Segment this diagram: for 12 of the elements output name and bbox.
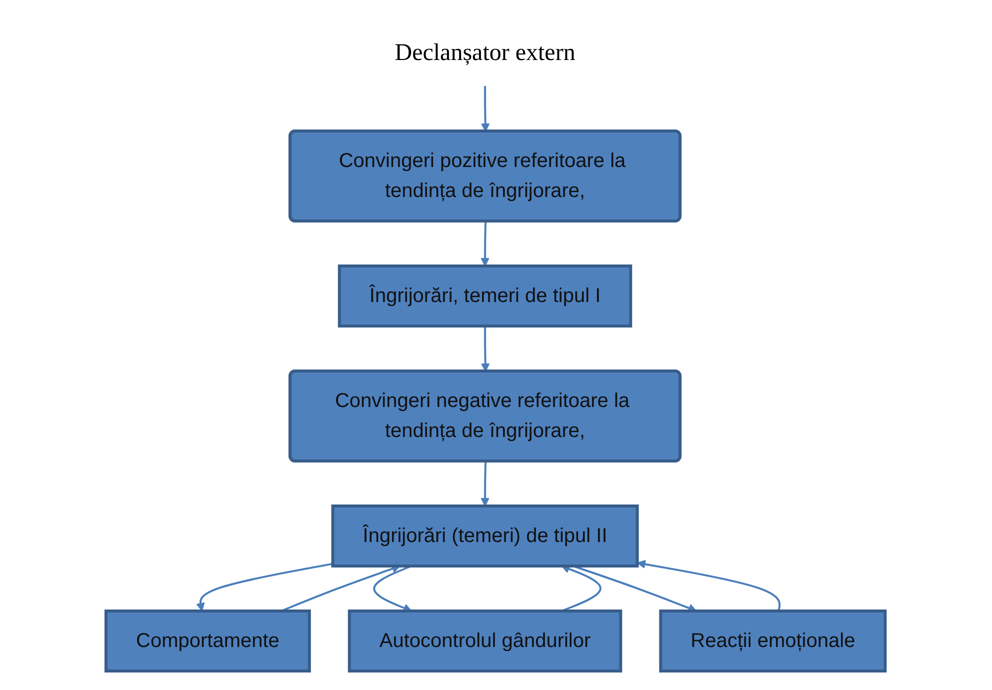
node-box: Reacții emoționale <box>660 609 888 672</box>
node-box: Comportamente <box>104 609 312 672</box>
node-box: Autocontrolul gândurilor <box>348 609 623 672</box>
arrow <box>196 562 334 611</box>
arrow <box>481 460 490 506</box>
node-text: Declanșator extern <box>395 40 576 66</box>
arrow <box>573 564 698 612</box>
arrow <box>481 220 490 266</box>
arrow <box>637 559 782 611</box>
arrow <box>481 326 490 372</box>
arrow <box>374 564 412 612</box>
arrow <box>481 86 490 132</box>
